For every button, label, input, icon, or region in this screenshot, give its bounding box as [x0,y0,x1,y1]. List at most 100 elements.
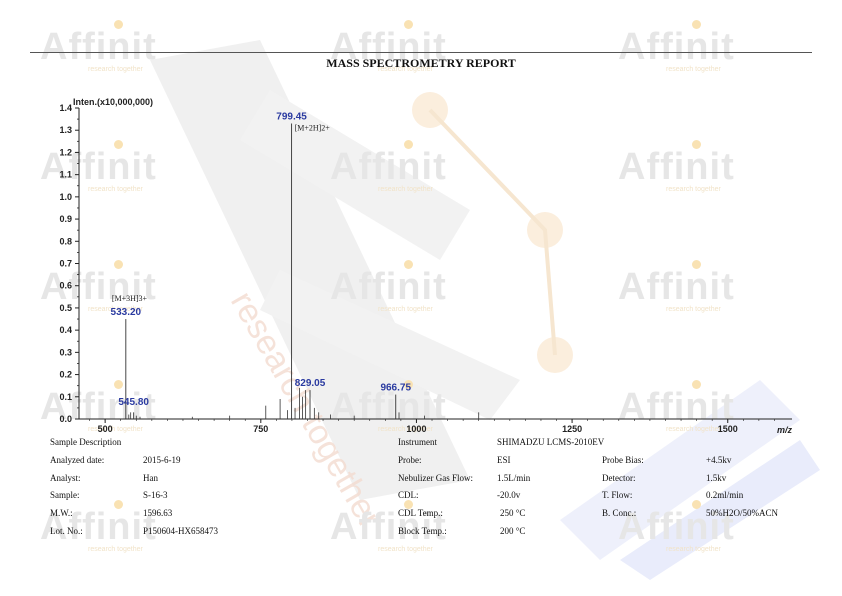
watermark-dot [692,140,701,149]
sample-value-lot: P150604-HX658473 [143,526,219,536]
watermark-dot [692,20,701,29]
detector-label: Detector: [602,473,636,483]
block-temp-label: Block Temp.: [398,526,447,536]
b-conc-value: 50%H2O/50%ACN [706,508,778,518]
watermark-logo: Affinit [618,26,735,68]
mass-spectrum-chart: Inten.(x10,000,000)0.00.10.20.30.40.50.6… [59,97,793,435]
y-tick-label: 0.5 [59,303,72,313]
watermark-logo: Affinit [40,26,157,68]
x-tick-label: 750 [253,424,268,434]
watermark-logo: Affinit [330,26,447,68]
sample-label-analyst: Analyst: [50,473,81,483]
y-tick-label: 1.3 [59,125,72,135]
y-tick-label: 0.0 [59,414,72,424]
watermark-dot [114,380,123,389]
watermark-tagline: research together [378,306,433,313]
watermark-dot [404,500,413,509]
y-tick-label: 0.3 [59,347,72,357]
probe-bias-value: +4.5kv [706,455,732,465]
instrument-value: SHIMADZU LCMS-2010EV [497,437,605,447]
peak-annotation: [M+2H]2+ [295,124,331,133]
watermark-tagline: research together [666,186,721,193]
watermark-logo: Affinit [330,506,447,548]
peak-label: 533.20 [111,307,142,318]
watermark-dot [692,500,701,509]
peak-label: 829.05 [295,378,326,389]
watermark-tagline: research together [88,426,143,433]
y-tick-label: 1.2 [59,147,72,157]
nebulizer-value: 1.5L/min [497,473,531,483]
watermark-dot [404,20,413,29]
watermark-dot [404,260,413,269]
sample-value-mw: 1596.63 [143,508,173,518]
watermark-dot [404,140,413,149]
watermark-tagline: research together [88,66,143,73]
y-tick-label: 1.1 [59,170,72,180]
peak-label: 966.75 [380,383,411,394]
watermark-logo: Affinit [330,386,447,428]
cdl-temp-value: 250 °C [500,508,526,518]
report-title: MASS SPECTROMETRY REPORT [326,56,516,70]
watermark-logo: Affinit [330,146,447,188]
y-tick-label: 0.4 [59,325,72,335]
y-tick-label: 0.7 [59,259,72,269]
watermark-tagline: research together [378,186,433,193]
y-axis-label: Inten.(x10,000,000) [73,97,153,107]
watermark-dot [114,20,123,29]
watermark-logo: Affinit [618,146,735,188]
watermark-tagline: research together [88,306,143,313]
t-flow-value: 0.2ml/min [706,490,744,500]
cdl-value: -20.0v [497,490,521,500]
header-rule [30,52,812,53]
y-tick-label: 1.4 [59,103,72,113]
watermark-tagline: research together [88,546,143,553]
sample-value-analyst: Han [143,473,158,483]
y-tick-label: 0.8 [59,236,72,246]
sample-label-lot: Lot. No.: [50,526,83,536]
watermark-logo: Affinit [40,506,157,548]
x-tick-label: 1250 [562,424,582,434]
sample-value-date: 2015-6-19 [143,455,181,465]
y-tick-label: 0.6 [59,281,72,291]
watermark-tagline: research together [666,66,721,73]
sample-label-date: Analyzed date: [50,455,105,465]
watermark-dot [404,380,413,389]
peak-annotation: [M+3H]3+ [112,294,148,303]
watermark-dot [114,140,123,149]
y-tick-label: 0.2 [59,370,72,380]
watermark-logo: Affinit [40,146,157,188]
cdl-temp-label: CDL Temp.: [398,508,443,518]
sample-label-sample: Sample: [50,490,80,500]
watermark-tagline: research together [378,66,433,73]
watermark-logo: Affinit [618,266,735,308]
sample-label-mw: M.W.: [50,508,73,518]
watermark-tagline: research together [666,426,721,433]
watermark-logo: Affinit [618,506,735,548]
watermark-tagline: research together [378,546,433,553]
probe-label: Probe: [398,455,422,465]
watermark-dot [114,500,123,509]
peak-label: 545.80 [118,397,149,408]
t-flow-label: T. Flow: [602,490,633,500]
x-axis-unit-label: m/z [777,425,793,435]
probe-value: ESI [497,455,511,465]
sample-value-sample: S-16-3 [143,490,168,500]
y-tick-label: 0.9 [59,214,72,224]
watermark-tagline: research together [378,426,433,433]
watermark-dot [692,260,701,269]
probe-bias-label: Probe Bias: [602,455,644,465]
block-temp-value: 200 °C [500,526,526,536]
b-conc-label: B. Conc.: [602,508,637,518]
cdl-label: CDL: [398,490,419,500]
watermark-dot [692,380,701,389]
x-tick-label: 500 [98,424,113,434]
instrument-label: Instrument [398,437,437,447]
watermark-tagline: research together [666,306,721,313]
watermark-tagline: research together [666,546,721,553]
watermark-logo: Affinit [618,386,735,428]
x-tick-label: 1500 [718,424,738,434]
watermark-logo: Affinit [40,266,157,308]
nebulizer-label: Nebulizer Gas Flow: [398,473,473,483]
watermark-logo: Affinit [330,266,447,308]
